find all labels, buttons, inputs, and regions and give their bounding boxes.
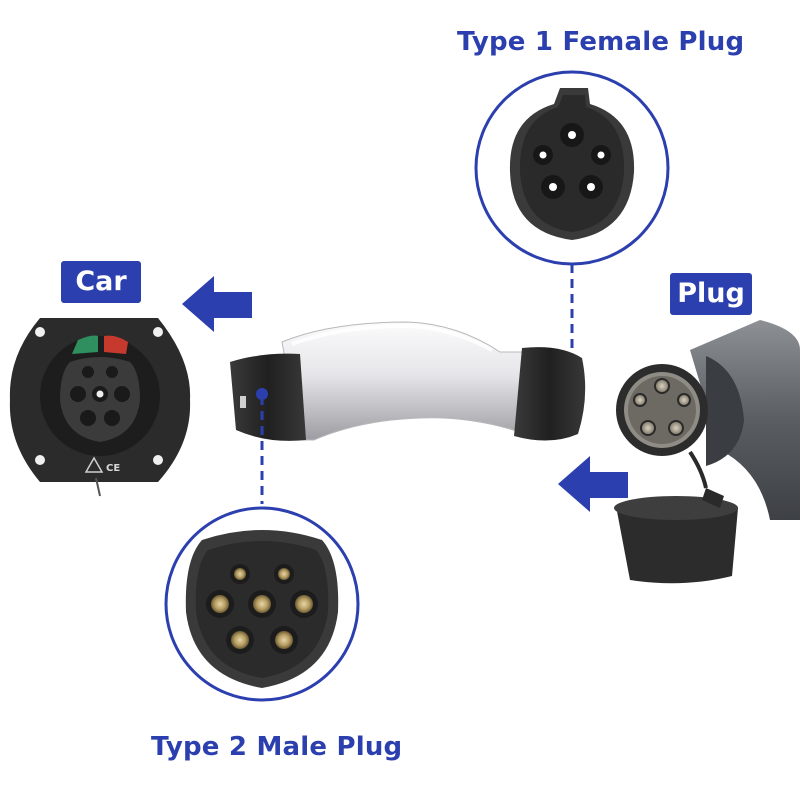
- adapter-body: [281, 321, 529, 441]
- plug-collar: [706, 356, 744, 466]
- adapter-highlight: [291, 323, 493, 352]
- type1-pin-contact: [597, 151, 605, 159]
- type2-pin: [211, 595, 229, 613]
- type2-label: Type 2 Male Plug: [151, 732, 403, 762]
- type2-pin: [295, 595, 313, 613]
- type2-pin: [275, 631, 293, 649]
- cap-strap-clip: [702, 488, 724, 508]
- plug-pin: [654, 378, 670, 394]
- plug-pin: [668, 420, 684, 436]
- car-inlet-cable: [95, 477, 101, 497]
- plug-pin: [677, 393, 691, 407]
- cap-strap: [688, 450, 708, 489]
- arrow-left-icon: [182, 276, 252, 332]
- car-inlet-hole: [114, 386, 130, 402]
- car-inlet: CE: [9, 318, 191, 497]
- type1-socket-inner: [519, 95, 625, 232]
- car-badge: Car: [61, 261, 141, 303]
- plug-badge: Plug: [670, 273, 752, 315]
- type2-pin: [253, 595, 271, 613]
- plug-pin: [640, 420, 656, 436]
- plug-pin: [633, 393, 647, 407]
- adapter-latch-mark: [240, 396, 246, 408]
- car-inlet-green-tab: [72, 335, 98, 354]
- adapter-type1-end: [514, 347, 586, 441]
- car-inlet-hole: [70, 386, 86, 402]
- type2-pin: [231, 631, 249, 649]
- type2-connector-dot: [256, 388, 268, 400]
- car-inlet-red-tab: [104, 335, 128, 354]
- type1-pin-contact: [568, 131, 576, 139]
- type1-plug: [614, 320, 800, 584]
- car-inlet-screw: [153, 327, 163, 337]
- adapter: [230, 321, 586, 441]
- type2-detail: [164, 506, 360, 702]
- type1-pin-contact: [587, 183, 595, 191]
- car-inlet-hole: [80, 410, 96, 426]
- car-inlet-hole: [106, 366, 118, 378]
- car-inlet-hole: [104, 410, 120, 426]
- type1-detail: [474, 70, 670, 266]
- car-inlet-ce-mark: CE: [106, 463, 120, 474]
- arrow-left-icon: [558, 456, 628, 512]
- warning-triangle-icon: [84, 456, 104, 473]
- type2-pin: [234, 568, 246, 580]
- type1-pin-contact: [539, 151, 547, 159]
- type1-pin-contact: [549, 183, 557, 191]
- car-inlet-screw: [35, 455, 45, 465]
- car-inlet-screw: [153, 455, 163, 465]
- type2-pin: [278, 568, 290, 580]
- car-inlet-screw: [35, 327, 45, 337]
- car-inlet-pin-contact: [96, 390, 104, 398]
- car-inlet-hole: [82, 366, 94, 378]
- protective-cap: [616, 500, 738, 584]
- type1-label: Type 1 Female Plug: [457, 27, 745, 57]
- adapter-type2-end: [230, 353, 306, 441]
